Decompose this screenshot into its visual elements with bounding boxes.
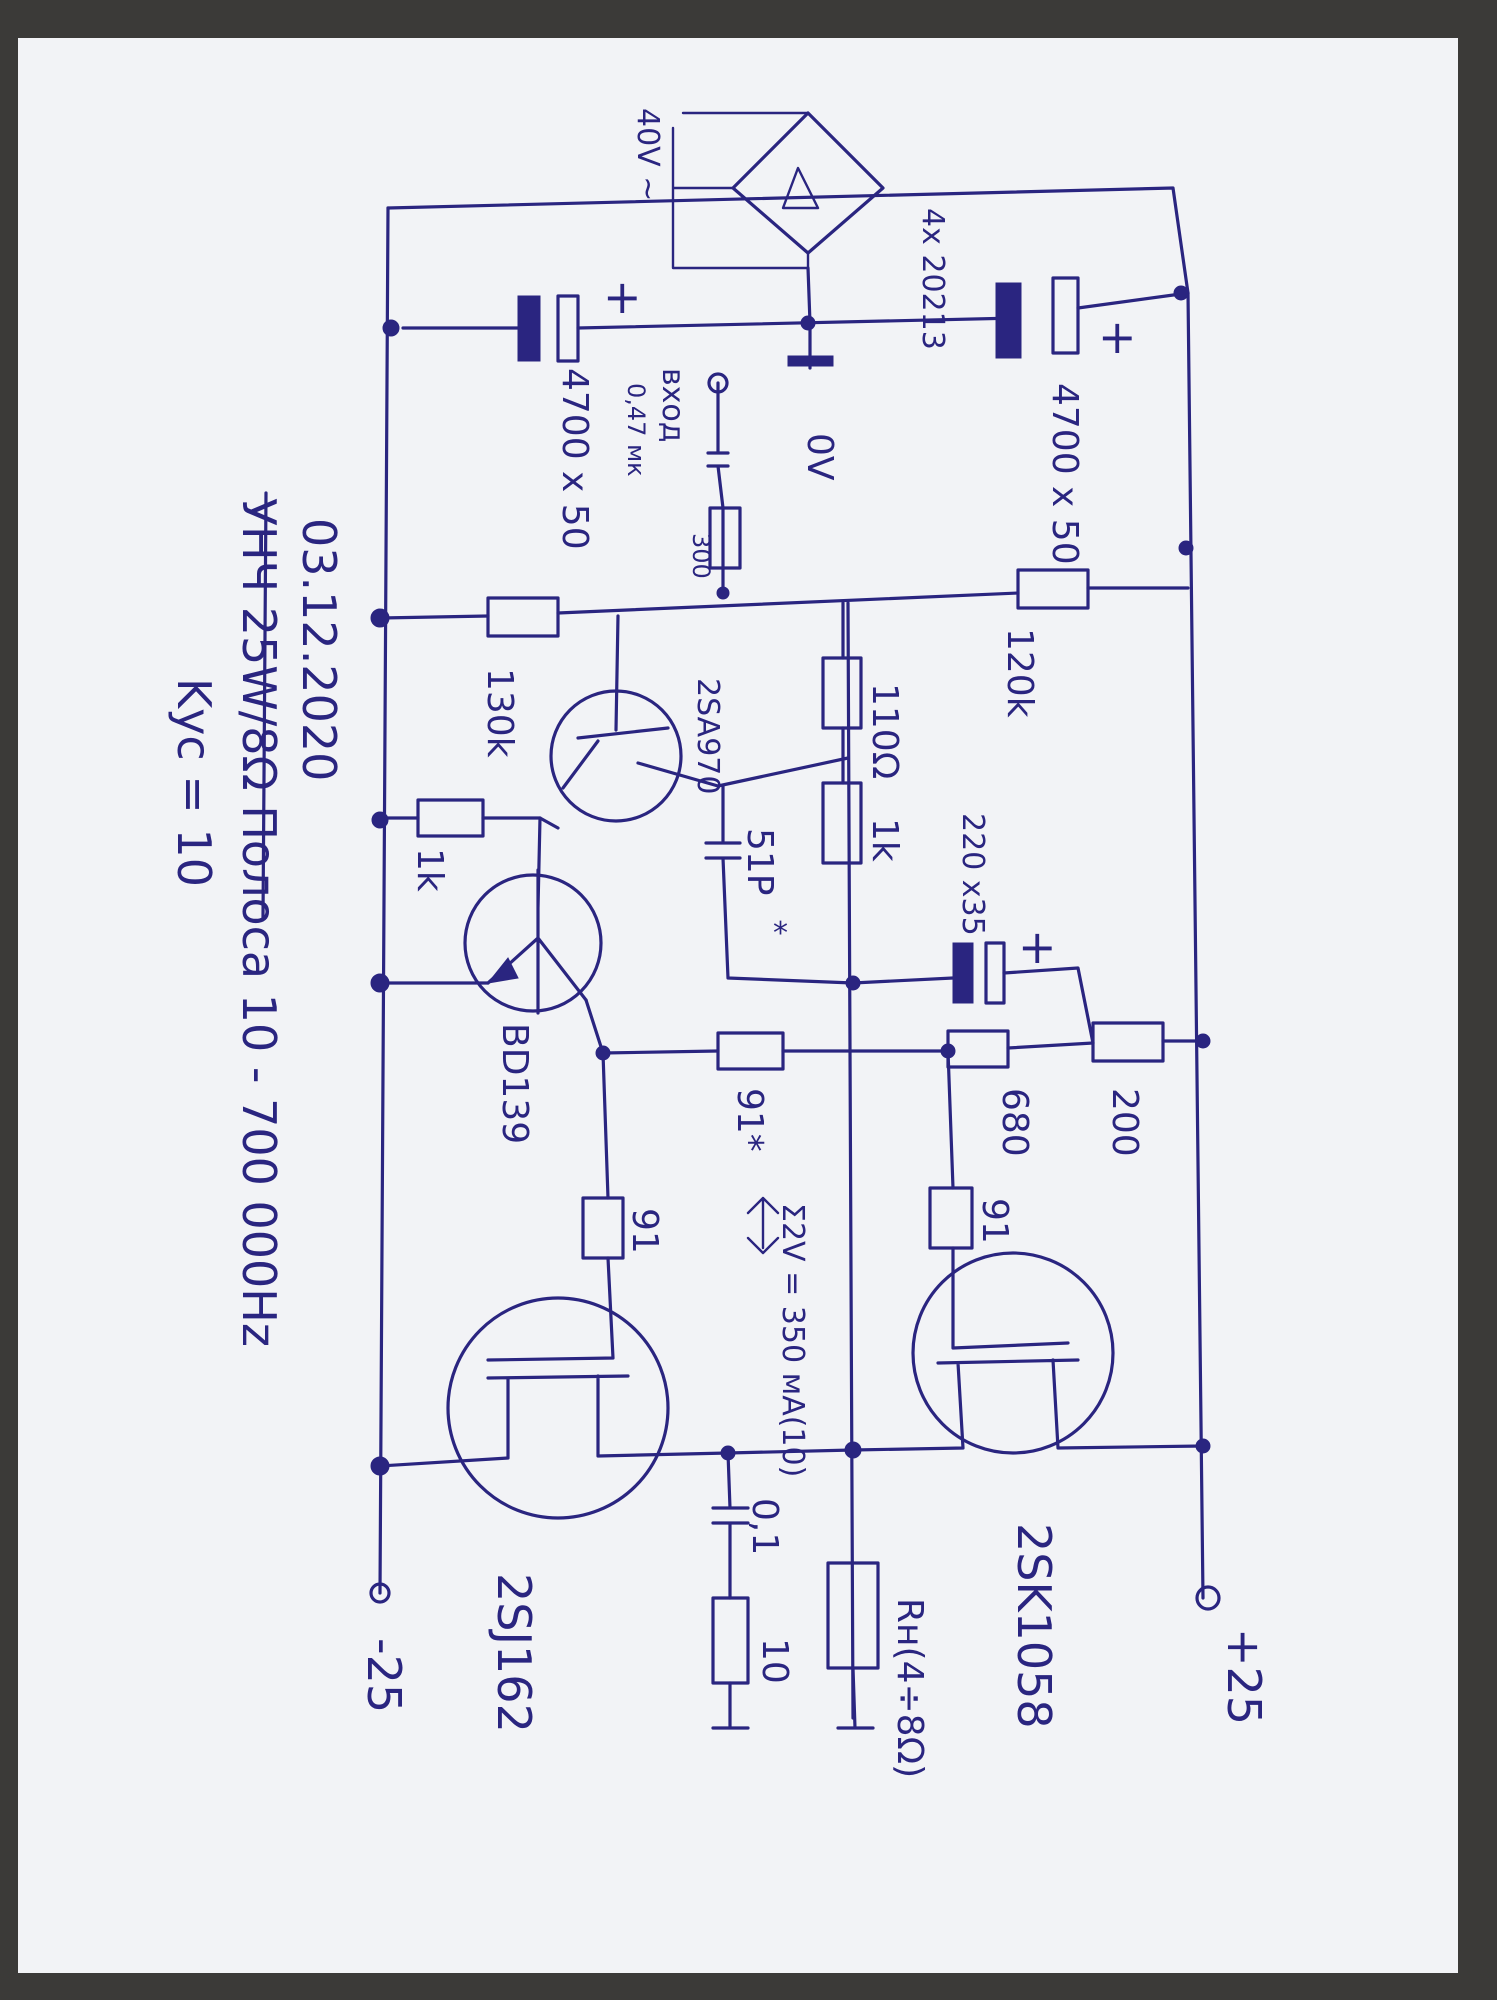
input-label: вход <box>655 368 690 443</box>
r-91-star-label: 91* <box>729 1088 770 1152</box>
gate-wire-right <box>946 1049 955 1190</box>
zobel-ground <box>711 1681 750 1730</box>
positive-rail <box>1186 291 1205 1600</box>
r-110 <box>821 656 863 730</box>
input-cap-label: 0,47 мк <box>622 383 650 477</box>
filter-wire <box>401 291 1190 330</box>
cap-bottom-label: 4700 x 50 <box>554 368 595 550</box>
r-91-star <box>716 1031 785 1071</box>
c-220-wire <box>851 976 955 985</box>
r-10-label: 10 <box>754 1638 795 1684</box>
r-200-label: 200 <box>1104 1088 1145 1157</box>
r-1k-b <box>416 798 485 838</box>
supply-neg-label: -25 <box>357 1638 411 1713</box>
r-input <box>708 506 742 570</box>
terminal-negative <box>369 1582 391 1604</box>
q-n-label: 2SK1058 <box>1007 1523 1061 1729</box>
diode-bridge <box>671 111 885 270</box>
cap-top-label: 4700 x 50 <box>1044 383 1085 565</box>
schematic-diagram: 40V ~ 4x 20213 + + 4700 x 50 4700 x 50 0… <box>167 108 1271 1778</box>
filter-cap-top <box>995 276 1080 359</box>
r-1k-a <box>821 781 863 865</box>
r-200 <box>1091 1021 1165 1063</box>
q2-transistor <box>378 816 603 1015</box>
top-wire <box>386 186 1190 295</box>
q-p-label: 2SJ162 <box>487 1573 541 1733</box>
r-10 <box>711 1596 750 1685</box>
gate-wire-left <box>601 1051 610 1200</box>
r-input-label: 300 <box>687 533 715 579</box>
plus-mark-a: + <box>603 270 642 324</box>
q1-base-wire <box>716 756 850 788</box>
mains-label: 40V ~ <box>630 108 665 201</box>
c-01-label: 0,1 <box>744 1498 785 1555</box>
r-680-label: 680 <box>994 1088 1035 1157</box>
c-220-label: 220 x35 <box>955 813 990 936</box>
r-1k-b-wire <box>378 816 560 830</box>
r-91-right-label: 91 <box>974 1198 1015 1244</box>
filter-cap-bottom <box>517 294 580 363</box>
c-51p-star: * <box>773 916 788 951</box>
plus-mark-c: + <box>1018 920 1057 974</box>
negative-rail <box>378 206 390 1595</box>
bias-wire <box>378 586 1190 620</box>
load-ground <box>836 1666 875 1730</box>
plus-mark-b: + <box>1098 310 1137 364</box>
title-underline <box>261 491 268 920</box>
ground-label: 0V <box>799 433 840 481</box>
junction-dots <box>370 285 1211 1476</box>
bias-arrow <box>746 1196 780 1255</box>
driver-wire <box>584 998 1205 1055</box>
supply-pos-label: +25 <box>1217 1628 1271 1725</box>
r-130k <box>486 596 560 638</box>
r-1k-a-label: 1k <box>864 818 905 862</box>
r-91-left-label: 91 <box>624 1208 665 1254</box>
gain-label: Kус = 10 <box>167 678 221 887</box>
ground-symbol <box>787 355 834 367</box>
output-rail <box>846 601 855 1720</box>
terminal-positive <box>1195 1585 1221 1611</box>
r-120k-label: 120k <box>999 628 1040 718</box>
r-110-label: 110Ω <box>864 683 905 779</box>
date-label: 03.12.2020 <box>292 518 346 781</box>
bridge-label: 4x 20213 <box>915 208 950 350</box>
input-cap <box>706 381 730 595</box>
q2-label: BD139 <box>494 1023 535 1144</box>
r-680 <box>946 1029 1010 1069</box>
r-1k-b-label: 1k <box>409 848 450 892</box>
output-node-wire <box>726 1448 855 1455</box>
bias-label: Σ2V = 350 мА(10) <box>775 1203 810 1477</box>
r-91-left <box>581 1196 625 1260</box>
q1-transistor <box>549 614 720 823</box>
c-220-pos <box>984 941 1006 1005</box>
r-91-right <box>928 1186 974 1250</box>
r-120k <box>1016 568 1090 610</box>
c-51p-label: 51P <box>739 828 780 896</box>
load-label: Rн(4÷8Ω) <box>889 1598 930 1778</box>
c-51p <box>704 784 855 985</box>
title-label: УНЧ 25W/8Ω Полоса 10 - 700 000Hz <box>232 498 286 1347</box>
r-130k-label: 130k <box>479 668 520 758</box>
mosfet-2sk1058 <box>851 1246 1205 1455</box>
mosfet-2sj162 <box>378 1256 730 1520</box>
c-220-neg <box>952 942 974 1004</box>
c-220-out-wire <box>1002 966 1095 1045</box>
paper-sheet: 40V ~ 4x 20213 + + 4700 x 50 4700 x 50 0… <box>18 38 1458 1973</box>
c-01 <box>711 1451 750 1600</box>
q1-label: 2SA970 <box>690 678 725 794</box>
